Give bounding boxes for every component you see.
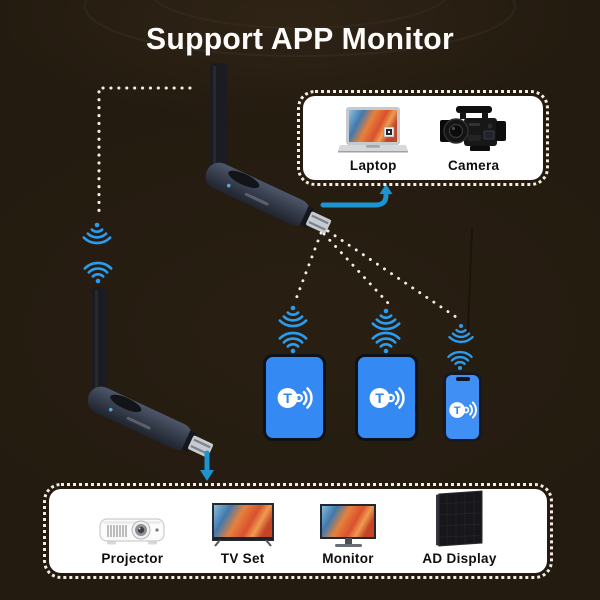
receiver-dongle	[87, 287, 214, 458]
wifi-signal-down-icon	[278, 304, 308, 328]
wifi-signal-up-icon	[371, 331, 401, 355]
ad-display-icon	[435, 490, 483, 547]
cast-app-logo: T	[277, 386, 313, 409]
tablet-device: T	[355, 354, 418, 441]
source-item-label: Camera	[447, 158, 500, 173]
display-item-monitor: Monitor	[320, 504, 377, 566]
display-item-ad-display: AD Display	[422, 490, 496, 566]
tablet-device: T	[263, 354, 326, 441]
cast-app-logo: T	[448, 401, 477, 419]
display-devices-box: Projector TV Set Monitor	[43, 483, 553, 579]
wifi-signal-up-icon	[447, 350, 473, 372]
display-item-label: TV Set	[220, 551, 265, 566]
arrow-to-source-box	[320, 184, 393, 208]
projector-icon	[99, 518, 165, 545]
source-item-camera: Camera	[439, 105, 508, 173]
wifi-signal-down-icon	[82, 221, 112, 245]
tv-icon	[211, 503, 274, 547]
display-item-label: Projector	[101, 551, 164, 566]
source-devices-box-inner: Laptop	[303, 96, 543, 180]
dotted-link-to-phone	[326, 229, 458, 319]
source-item-label: Laptop	[349, 158, 397, 173]
display-item-tv: TV Set	[211, 503, 274, 566]
source-item-laptop: Laptop	[338, 107, 409, 173]
laptop-icon	[338, 107, 409, 153]
display-item-label: Monitor	[322, 551, 374, 566]
wifi-signal-up-icon	[278, 331, 308, 355]
wifi-signal-down-icon	[371, 307, 401, 331]
phone-device: T	[443, 372, 482, 442]
arrow-to-display-box	[200, 450, 214, 481]
transmitter-dongle	[205, 63, 332, 234]
display-item-projector: Projector	[99, 512, 165, 566]
camera-icon	[439, 106, 506, 151]
dotted-link-to-tablet-2	[322, 232, 390, 305]
phone-notch	[455, 377, 470, 381]
logo-letter: T	[375, 391, 384, 407]
monitor-icon	[320, 504, 377, 547]
dotted-link-transmitter-receiver	[97, 86, 192, 220]
page-title: Support APP Monitor	[146, 21, 454, 56]
logo-letter: T	[283, 391, 292, 407]
dotted-link-to-tablet-1	[294, 231, 323, 301]
wifi-signal-up-icon	[83, 261, 113, 285]
source-devices-box: Laptop	[297, 90, 549, 186]
cast-app-logo: T	[369, 386, 405, 409]
backdrop-texture	[84, 0, 516, 333]
logo-letter: T	[453, 405, 460, 417]
display-item-label: AD Display	[422, 551, 497, 566]
display-devices-box-inner: Projector TV Set Monitor	[49, 489, 547, 573]
